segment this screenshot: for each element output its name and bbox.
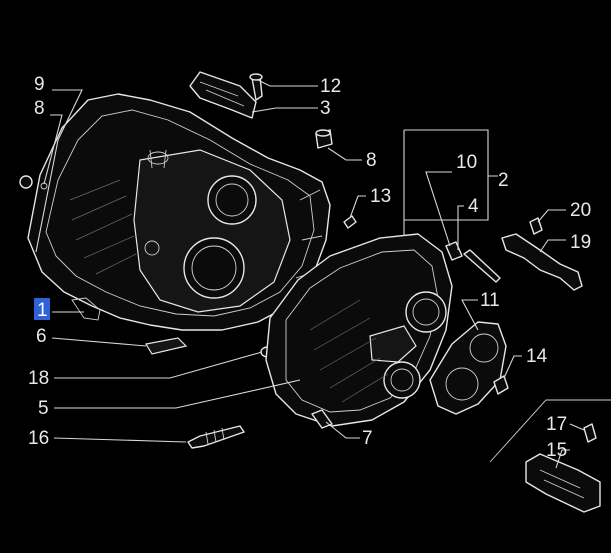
housing-tab [71, 297, 101, 321]
callout-5[interactable]: 5 [38, 398, 49, 419]
callout-15[interactable]: 15 [546, 440, 567, 461]
callout-3[interactable]: 3 [320, 98, 331, 119]
part-19-bracket[interactable] [501, 233, 583, 291]
callouts: 9 8 12 3 8 10 2 13 4 20 19 11 1 6 14 18 … [28, 74, 591, 461]
part-4-pin[interactable] [463, 249, 501, 283]
callout-9[interactable]: 9 [34, 74, 45, 95]
part-17-screw[interactable] [583, 423, 597, 443]
part-15-sensor-bracket[interactable] [525, 453, 601, 513]
callout-12[interactable]: 12 [320, 76, 341, 97]
part-8-top-plug[interactable] [315, 129, 333, 149]
part-10-bushing[interactable] [445, 241, 463, 261]
callout-18[interactable]: 18 [28, 368, 49, 389]
callout-13[interactable]: 13 [370, 186, 391, 207]
part-16-sensor[interactable] [187, 425, 245, 449]
part-11-gasket[interactable] [429, 321, 507, 415]
callout-10[interactable]: 10 [456, 152, 477, 173]
part-3-bracket[interactable] [189, 71, 257, 119]
callout-11[interactable]: 11 [480, 290, 500, 311]
part-12-bolt[interactable] [249, 73, 263, 101]
callout-8-top[interactable]: 8 [366, 150, 377, 171]
callout-6[interactable]: 6 [36, 326, 47, 347]
callout-1[interactable]: 1 [37, 300, 48, 321]
gearbox-case[interactable] [265, 233, 453, 427]
callout-1-highlight [34, 298, 50, 320]
part-13-bolt[interactable] [343, 215, 357, 229]
callout-19[interactable]: 19 [570, 232, 591, 253]
callout-4[interactable]: 4 [468, 196, 479, 217]
callout-2[interactable]: 2 [498, 170, 509, 191]
part-14-bolt[interactable] [493, 375, 509, 395]
callout-7[interactable]: 7 [362, 428, 373, 449]
callout-16[interactable]: 16 [28, 428, 49, 449]
clutch-housing[interactable] [27, 93, 331, 331]
callout-17[interactable]: 17 [546, 414, 567, 435]
part-6-plate[interactable] [145, 337, 188, 355]
callout-8-left[interactable]: 8 [34, 98, 45, 119]
inset-frame [489, 399, 611, 463]
leader-lines [35, 79, 585, 469]
callout-14[interactable]: 14 [526, 346, 548, 367]
part-20-screw[interactable] [529, 217, 543, 235]
callout-20[interactable]: 20 [570, 200, 591, 221]
